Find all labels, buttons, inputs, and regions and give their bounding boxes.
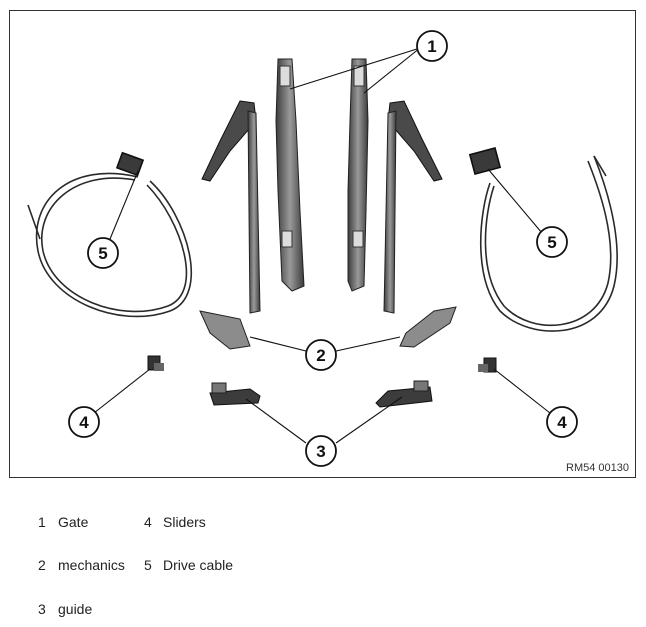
legend-label: mechanics [58, 557, 125, 573]
callout-5-left: 5 [87, 237, 119, 269]
callout-4-left: 4 [68, 406, 100, 438]
svg-text:3: 3 [316, 442, 325, 461]
svg-text:2: 2 [316, 346, 325, 365]
parts-diagram: 1 5 5 2 4 3 4 [27, 30, 618, 467]
mechanics-right [383, 100, 457, 348]
leader-lines [93, 47, 551, 444]
legend-label: Gate [58, 514, 89, 530]
legend-num: 5 [144, 557, 152, 573]
legend-num: 3 [38, 601, 46, 617]
figure-frame: 1 5 5 2 4 3 4 RM54 00130 [9, 10, 636, 478]
slider-left [147, 355, 164, 371]
mechanics-left [199, 100, 261, 350]
gate-rail-left [275, 58, 305, 292]
drive-cable-left [27, 151, 193, 318]
drive-cable-right [468, 146, 618, 332]
image-reference: RM54 00130 [566, 462, 629, 474]
callout-5-right: 5 [536, 226, 568, 258]
callout-4-right: 4 [546, 406, 578, 438]
legend-num: 4 [144, 514, 152, 530]
legend-label: Drive cable [163, 557, 234, 573]
gate-rail-right [347, 58, 369, 292]
svg-text:5: 5 [98, 244, 107, 263]
callout-1: 1 [416, 30, 448, 62]
slider-right [478, 357, 497, 373]
guide-left [209, 382, 261, 406]
svg-text:5: 5 [547, 233, 556, 252]
svg-text:1: 1 [427, 37, 436, 56]
legend-num: 2 [38, 557, 46, 573]
legend-label: Sliders [163, 514, 206, 530]
legend-num: 1 [38, 514, 46, 530]
legend-label: guide [58, 601, 93, 617]
svg-text:4: 4 [557, 413, 567, 432]
callout-3: 3 [305, 435, 337, 467]
guide-right [375, 380, 433, 408]
svg-text:4: 4 [79, 413, 89, 432]
callout-2: 2 [305, 339, 337, 371]
